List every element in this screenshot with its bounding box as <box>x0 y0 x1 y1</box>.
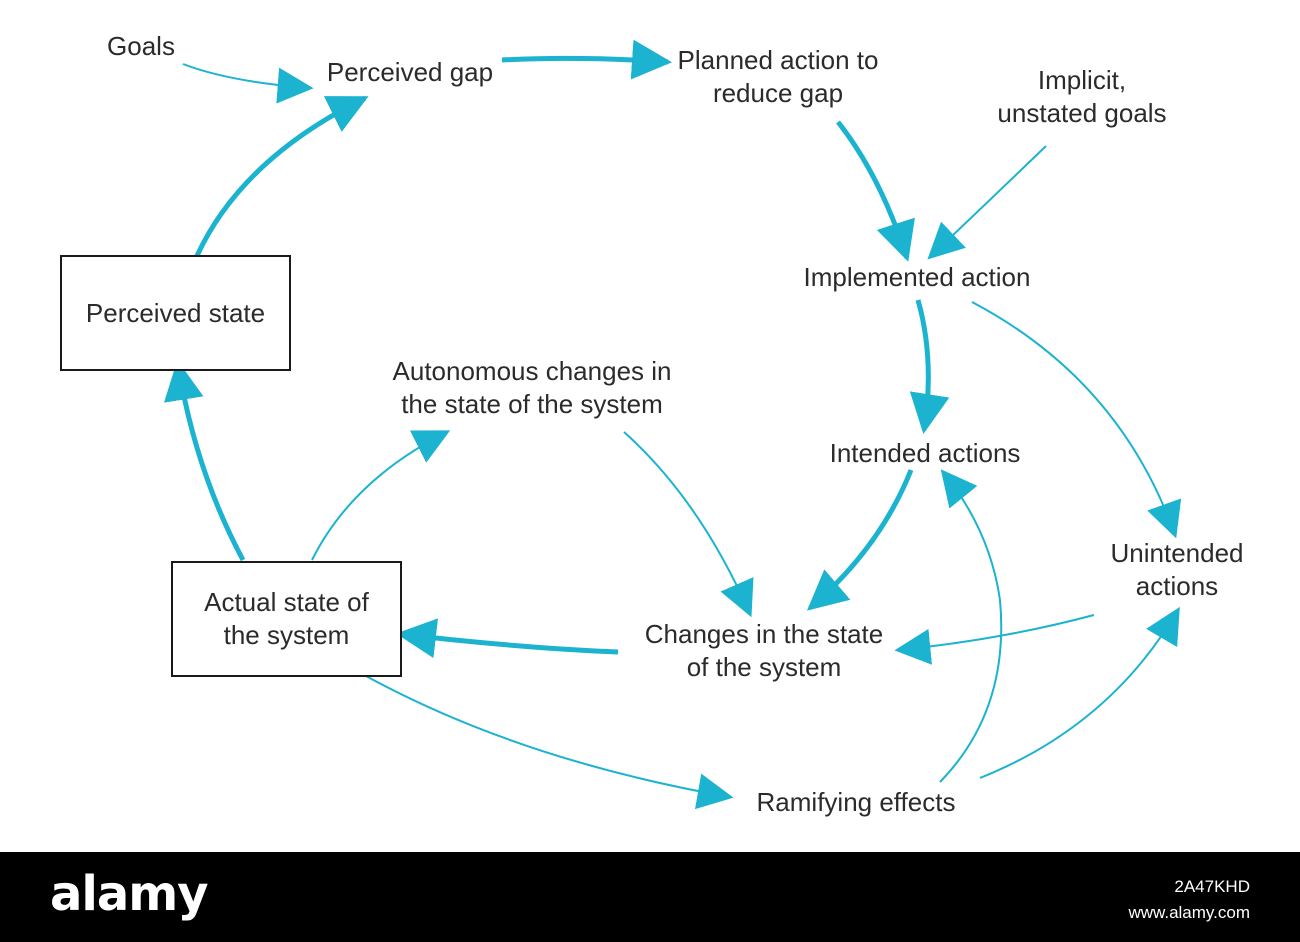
node-unintended-actions-line2: actions <box>1135 571 1219 601</box>
node-planned-action-line1: Planned action to <box>677 45 879 75</box>
arrow-actual-to-autonomous <box>311 430 451 561</box>
arrow-actual-to-ramifying <box>365 675 734 810</box>
arrow-planned-to-implemented <box>836 120 915 262</box>
node-perceived-state: Perceived state <box>85 297 266 328</box>
arrow-changes-to-actual-state <box>396 618 619 659</box>
arrow-goals-to-gap <box>182 63 314 104</box>
diagram-arrows <box>163 39 1182 810</box>
node-actual-state: Actual state of the system <box>204 586 369 652</box>
node-unintended-actions: Unintended actions <box>1111 537 1244 603</box>
image-id: 2A47KHD <box>1174 877 1250 896</box>
node-actual-state-box: Actual state of the system <box>171 561 402 677</box>
alamy-logo: alamy <box>50 866 209 922</box>
node-intended-actions: Intended actions <box>829 438 1021 468</box>
node-unintended-actions-line1: Unintended <box>1110 538 1244 568</box>
arrow-autonomous-to-changes <box>623 431 754 618</box>
node-actual-state-line2: the system <box>223 620 350 650</box>
node-planned-action: Planned action to reduce gap <box>678 44 879 110</box>
arrow-ramifying-to-intended <box>939 469 1003 783</box>
node-autonomous-changes-line1: Autonomous changes in <box>392 356 672 386</box>
arrow-unintended-to-changes <box>894 614 1095 665</box>
image-id-block: 2A47KHD www.alamy.com <box>1128 874 1250 926</box>
node-perceived-gap: Perceived gap <box>326 57 494 87</box>
feedback-diagram: Goals Perceived gap Planned action to re… <box>60 31 1244 817</box>
node-changes-in-state: Changes in the state of the system <box>645 618 884 684</box>
node-autonomous-changes-line2: the state of the system <box>401 389 663 419</box>
arrow-gap-to-planned-action <box>501 39 672 80</box>
node-goals: Goals <box>107 31 175 61</box>
node-perceived-state-box: Perceived state <box>60 255 291 371</box>
node-changes-in-state-line2: of the system <box>686 652 842 682</box>
node-implemented-action: Implemented action <box>803 262 1031 292</box>
node-changes-in-state-line1: Changes in the state <box>644 619 884 649</box>
arrow-implicit-goals-to-implemented <box>927 145 1047 260</box>
node-actual-state-line1: Actual state of <box>204 587 369 617</box>
arrow-implemented-to-intended <box>909 299 950 434</box>
arrow-intended-to-changes <box>806 469 914 611</box>
node-autonomous-changes: Autonomous changes in the state of the s… <box>393 355 672 421</box>
arrow-actual-to-perceived-state <box>163 360 246 562</box>
node-implicit-goals-line1: Implicit, <box>1037 65 1127 95</box>
node-implicit-goals-line2: unstated goals <box>997 98 1167 128</box>
arrow-implemented-to-unintended <box>971 301 1182 539</box>
site-url: www.alamy.com <box>1128 903 1250 922</box>
node-ramifying-effects: Ramifying effects <box>756 787 956 817</box>
arrow-perceived-state-to-gap <box>193 95 369 260</box>
node-planned-action-line2: reduce gap <box>712 78 844 108</box>
watermark-footer: alamy 2A47KHD www.alamy.com <box>0 852 1300 942</box>
node-implicit-goals: Implicit, unstated goals <box>997 64 1166 130</box>
arrow-ramifying-to-unintended <box>979 606 1180 779</box>
